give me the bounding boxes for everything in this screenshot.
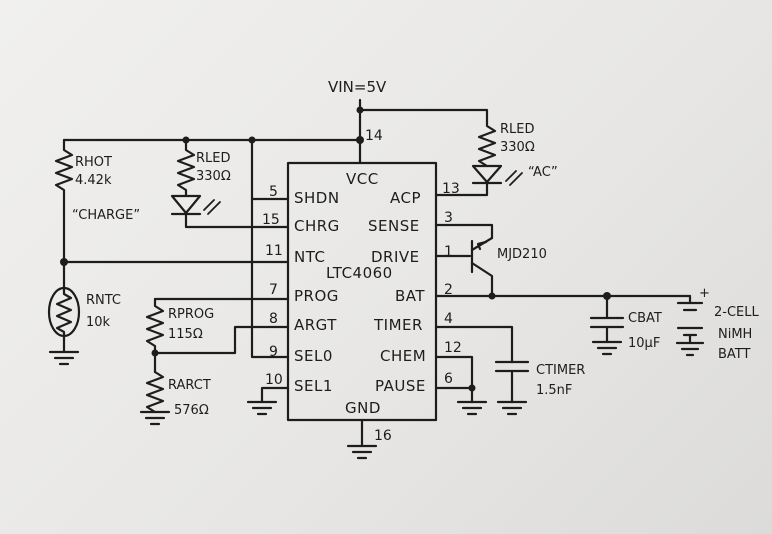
junction-dot bbox=[356, 136, 364, 144]
battery-cells bbox=[676, 301, 704, 345]
pin-num-9: 9 bbox=[269, 344, 278, 360]
ctimer-capacitor bbox=[494, 360, 530, 404]
timer-wire bbox=[434, 325, 514, 364]
pin-num-3: 3 bbox=[444, 210, 453, 226]
ground-symbol bbox=[675, 341, 705, 357]
chrg-wire bbox=[184, 212, 290, 229]
rled-charge-name: RLED bbox=[196, 151, 231, 166]
pin-name-ntc: NTC bbox=[294, 248, 325, 266]
pin-name-chem: CHEM bbox=[380, 347, 426, 365]
battery-line3: BATT bbox=[718, 347, 751, 362]
ctimer-name: CTIMER bbox=[536, 363, 585, 378]
transistor-arrow bbox=[476, 240, 488, 251]
rled-charge-resistor bbox=[176, 138, 196, 198]
ac-led bbox=[471, 164, 503, 184]
pin-name-sense: SENSE bbox=[368, 217, 420, 235]
charge-led bbox=[170, 194, 202, 215]
rled-ac-resistor bbox=[477, 120, 497, 168]
pin-num-1: 1 bbox=[444, 244, 453, 260]
ground-symbol bbox=[346, 444, 378, 460]
pin-num-14: 14 bbox=[365, 128, 383, 144]
rntc-name: RNTC bbox=[86, 293, 121, 308]
transistor-name: MJD210 bbox=[497, 247, 547, 262]
cbat-value: 10µF bbox=[628, 336, 660, 351]
supply-label: VIN=5V bbox=[328, 78, 387, 96]
ground-symbol bbox=[246, 400, 278, 416]
pin-num-15: 15 bbox=[262, 212, 280, 228]
pin-name-pause: PAUSE bbox=[375, 377, 426, 395]
pin-name-prog: PROG bbox=[294, 287, 339, 305]
pin-num-5: 5 bbox=[269, 184, 278, 200]
pin-name-acp: ACP bbox=[390, 189, 421, 207]
rarct-resistor bbox=[145, 370, 165, 414]
sense-wire bbox=[434, 223, 494, 240]
pin-name-timer: TIMER bbox=[373, 316, 423, 334]
transistor-body bbox=[470, 236, 494, 298]
battery-line1: 2-CELL bbox=[714, 305, 759, 320]
pin-name-chrg: CHRG bbox=[294, 217, 340, 235]
rntc-resistor bbox=[55, 288, 73, 354]
pin-num-16: 16 bbox=[374, 428, 392, 444]
shdn-sel0-bus bbox=[250, 138, 290, 359]
ground-symbol bbox=[456, 400, 488, 416]
pin-name-argt: ARGT bbox=[294, 316, 337, 334]
pin-name-drive: DRIVE bbox=[371, 248, 420, 266]
battery-plus: + bbox=[699, 286, 710, 301]
pin-name-shdn: SHDN bbox=[294, 189, 340, 207]
gnd-label: GND bbox=[345, 399, 381, 417]
sel1-wire bbox=[260, 386, 290, 404]
chem-pause-wire bbox=[434, 355, 474, 390]
pin-num-12: 12 bbox=[444, 340, 462, 356]
rprog-resistor bbox=[145, 297, 165, 374]
rntc-value: 10k bbox=[86, 315, 111, 330]
rhot-value: 4.42k bbox=[75, 173, 112, 188]
pin-num-4: 4 bbox=[444, 311, 453, 327]
vcc-label: VCC bbox=[346, 170, 379, 188]
pin-num-6: 6 bbox=[444, 371, 453, 387]
argt-wire bbox=[153, 325, 290, 355]
pin-name-sel0: SEL0 bbox=[294, 347, 333, 365]
acp-wire bbox=[434, 181, 489, 197]
pin-name-sel1: SEL1 bbox=[294, 377, 333, 395]
ground-symbol bbox=[591, 340, 623, 356]
cbat-name: CBAT bbox=[628, 311, 662, 326]
rled-ac-name: RLED bbox=[500, 122, 535, 137]
pin-num-8: 8 bbox=[269, 311, 278, 327]
pin-num-2: 2 bbox=[444, 282, 453, 298]
charge-led-label: “CHARGE” bbox=[72, 208, 140, 223]
ac-led-label: “AC” bbox=[528, 165, 558, 180]
rled-charge-value: 330Ω bbox=[196, 169, 231, 184]
rarct-value: 576Ω bbox=[174, 403, 209, 418]
ic-part-number: LTC4060 bbox=[326, 264, 393, 282]
rhot-resistor bbox=[54, 138, 74, 264]
ctimer-value: 1.5nF bbox=[536, 383, 572, 398]
junction-dot bbox=[151, 349, 159, 357]
rhot-name: RHOT bbox=[75, 155, 112, 170]
cbat-capacitor bbox=[589, 294, 625, 344]
battery-line2: NiMH bbox=[718, 327, 752, 342]
junction-dot bbox=[488, 292, 496, 300]
pin-num-10: 10 bbox=[265, 372, 283, 388]
ground-symbol bbox=[496, 400, 528, 416]
junction-dot bbox=[356, 106, 364, 114]
charge-led-light-icon bbox=[203, 199, 221, 215]
ground-symbol bbox=[139, 410, 171, 426]
pin-name-bat: BAT bbox=[395, 287, 425, 305]
pin-num-11: 11 bbox=[265, 243, 283, 259]
rled-ac-value: 330Ω bbox=[500, 140, 535, 155]
ac-led-light-icon bbox=[505, 170, 523, 186]
pin-num-13: 13 bbox=[442, 181, 460, 197]
ground-symbol bbox=[48, 350, 80, 366]
rprog-value: 115Ω bbox=[168, 327, 203, 342]
rarct-name: RARCT bbox=[168, 378, 211, 393]
rail-to-ac-led bbox=[358, 108, 489, 124]
pin-num-7: 7 bbox=[269, 282, 278, 298]
rprog-name: RPROG bbox=[168, 307, 214, 322]
